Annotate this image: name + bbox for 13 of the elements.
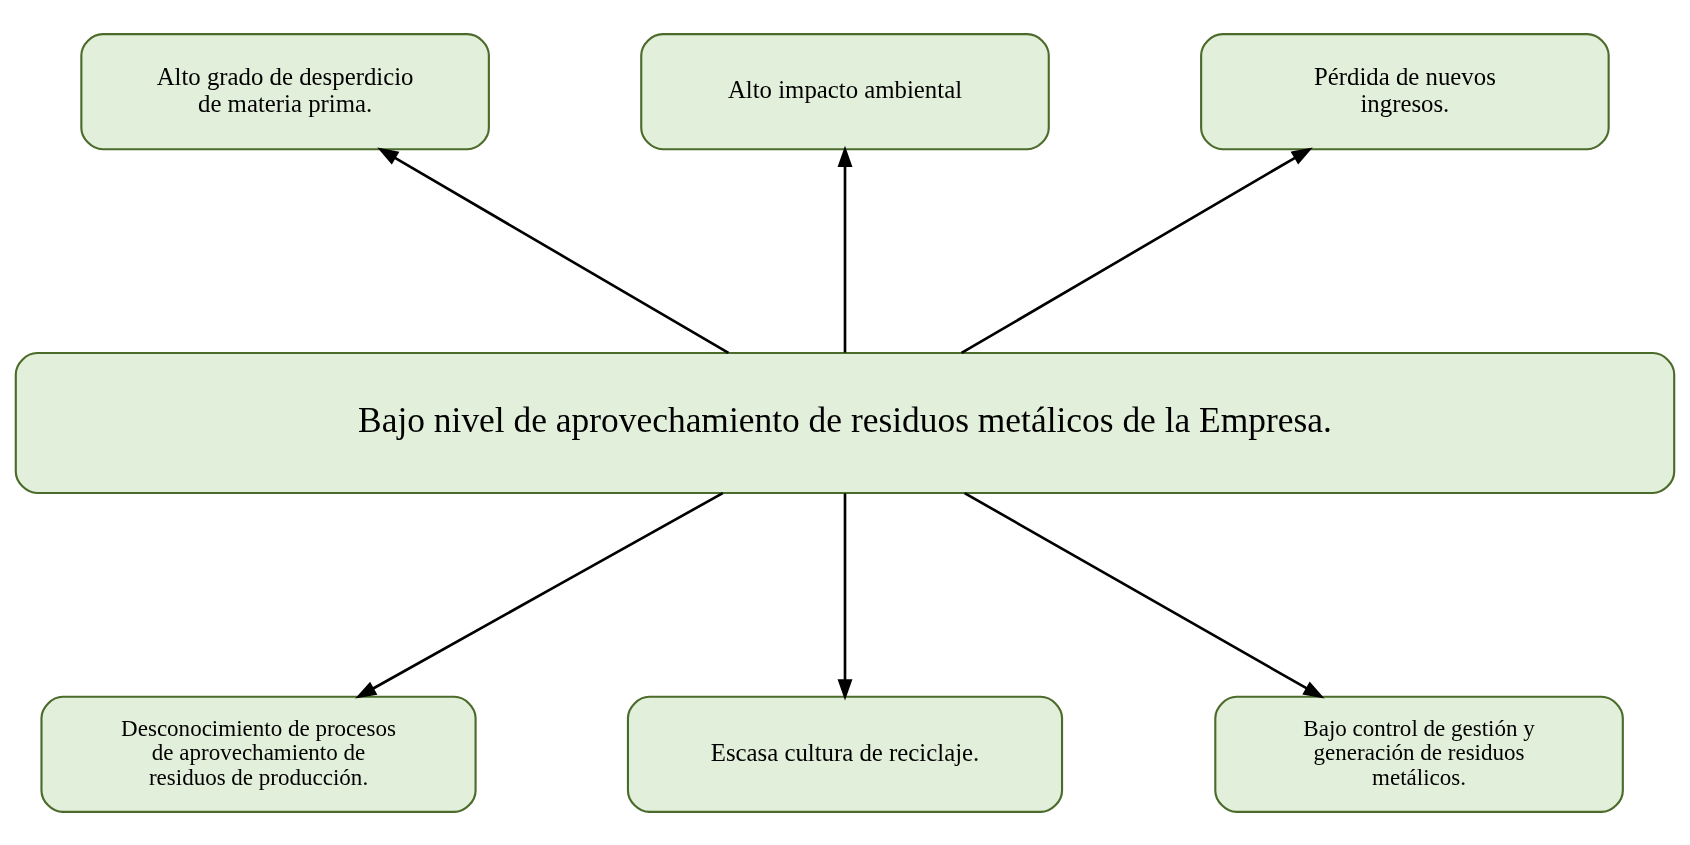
node-box: Bajo control de gestión y generación de residuos metálicos. [1214, 695, 1624, 813]
arrow [355, 491, 724, 699]
arrow [964, 491, 1325, 699]
arrow [377, 146, 730, 354]
node-box: Pérdida de nuevos ingresos. [1200, 32, 1610, 150]
node-box: Escasa cultura de reciclaje. [626, 695, 1064, 813]
node-box: Alto grado de desperdicio de materia prima. [80, 32, 490, 150]
node-box: Desconocimiento de procesos de aprovechamiento de residuos de producción. [40, 695, 477, 813]
arrow [837, 145, 853, 353]
node-box: Alto impacto ambiental [640, 32, 1050, 150]
arrow [837, 493, 853, 700]
arrow [960, 146, 1313, 354]
node-box: Bajo nivel de aprovechamiento de residuos metálicos de la Empresa. [14, 351, 1676, 494]
